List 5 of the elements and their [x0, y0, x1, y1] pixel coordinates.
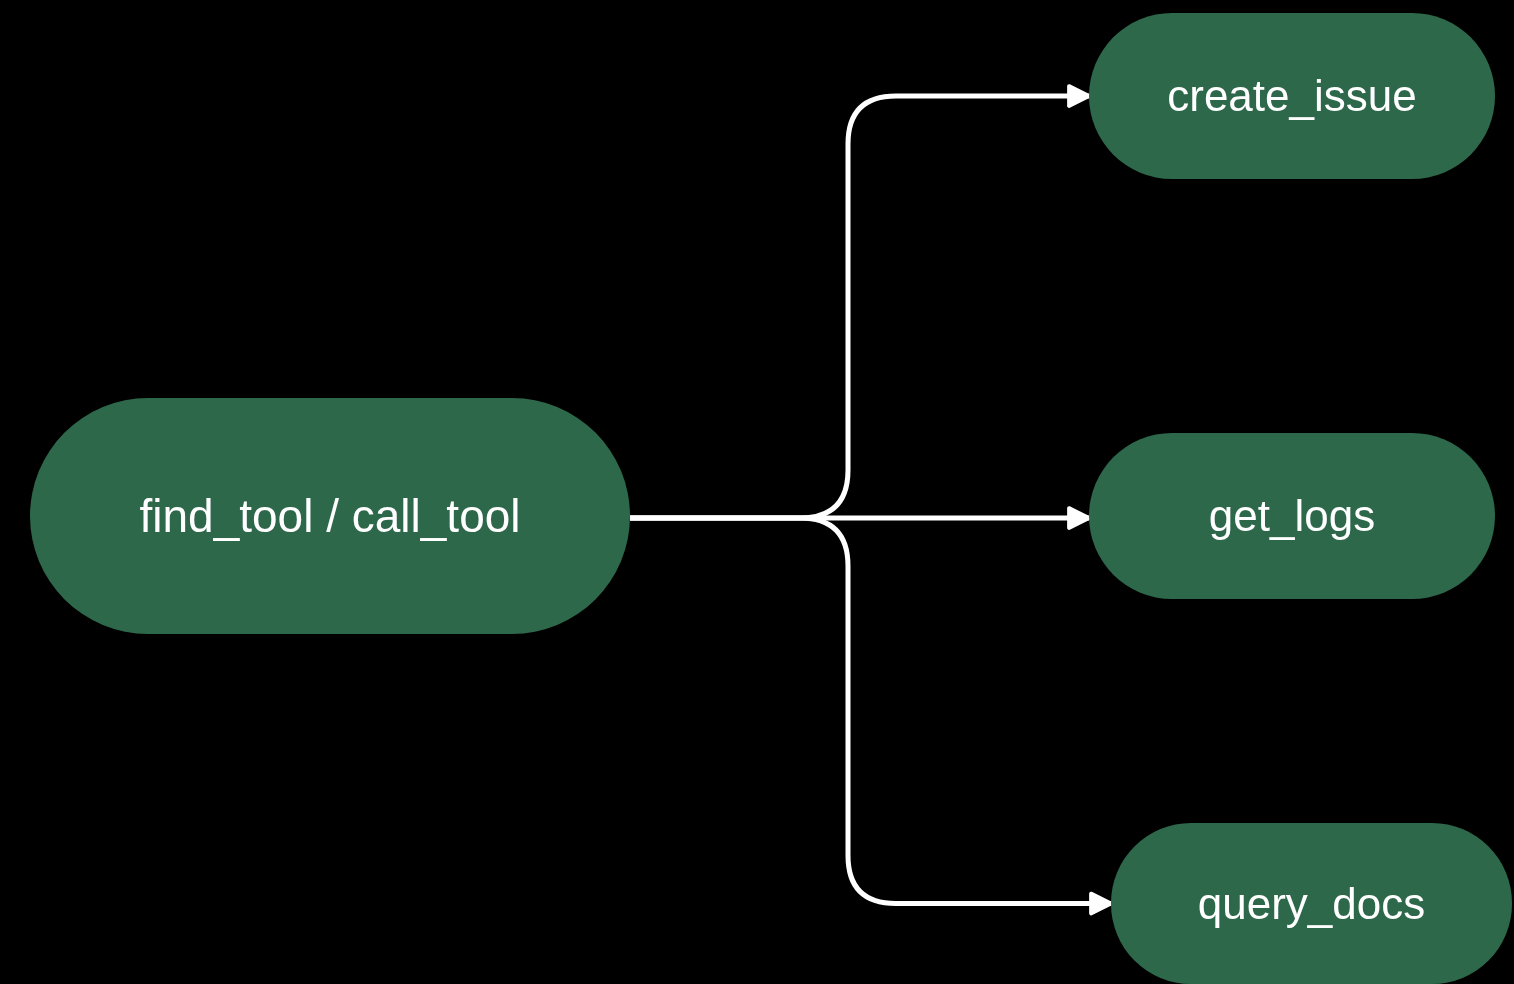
node-label: create_issue [1167, 71, 1417, 121]
node-label: find_tool / call_tool [139, 489, 521, 543]
arrow [630, 515, 1113, 916]
node-label: query_docs [1197, 878, 1426, 929]
node-label: get_logs [1208, 491, 1376, 541]
